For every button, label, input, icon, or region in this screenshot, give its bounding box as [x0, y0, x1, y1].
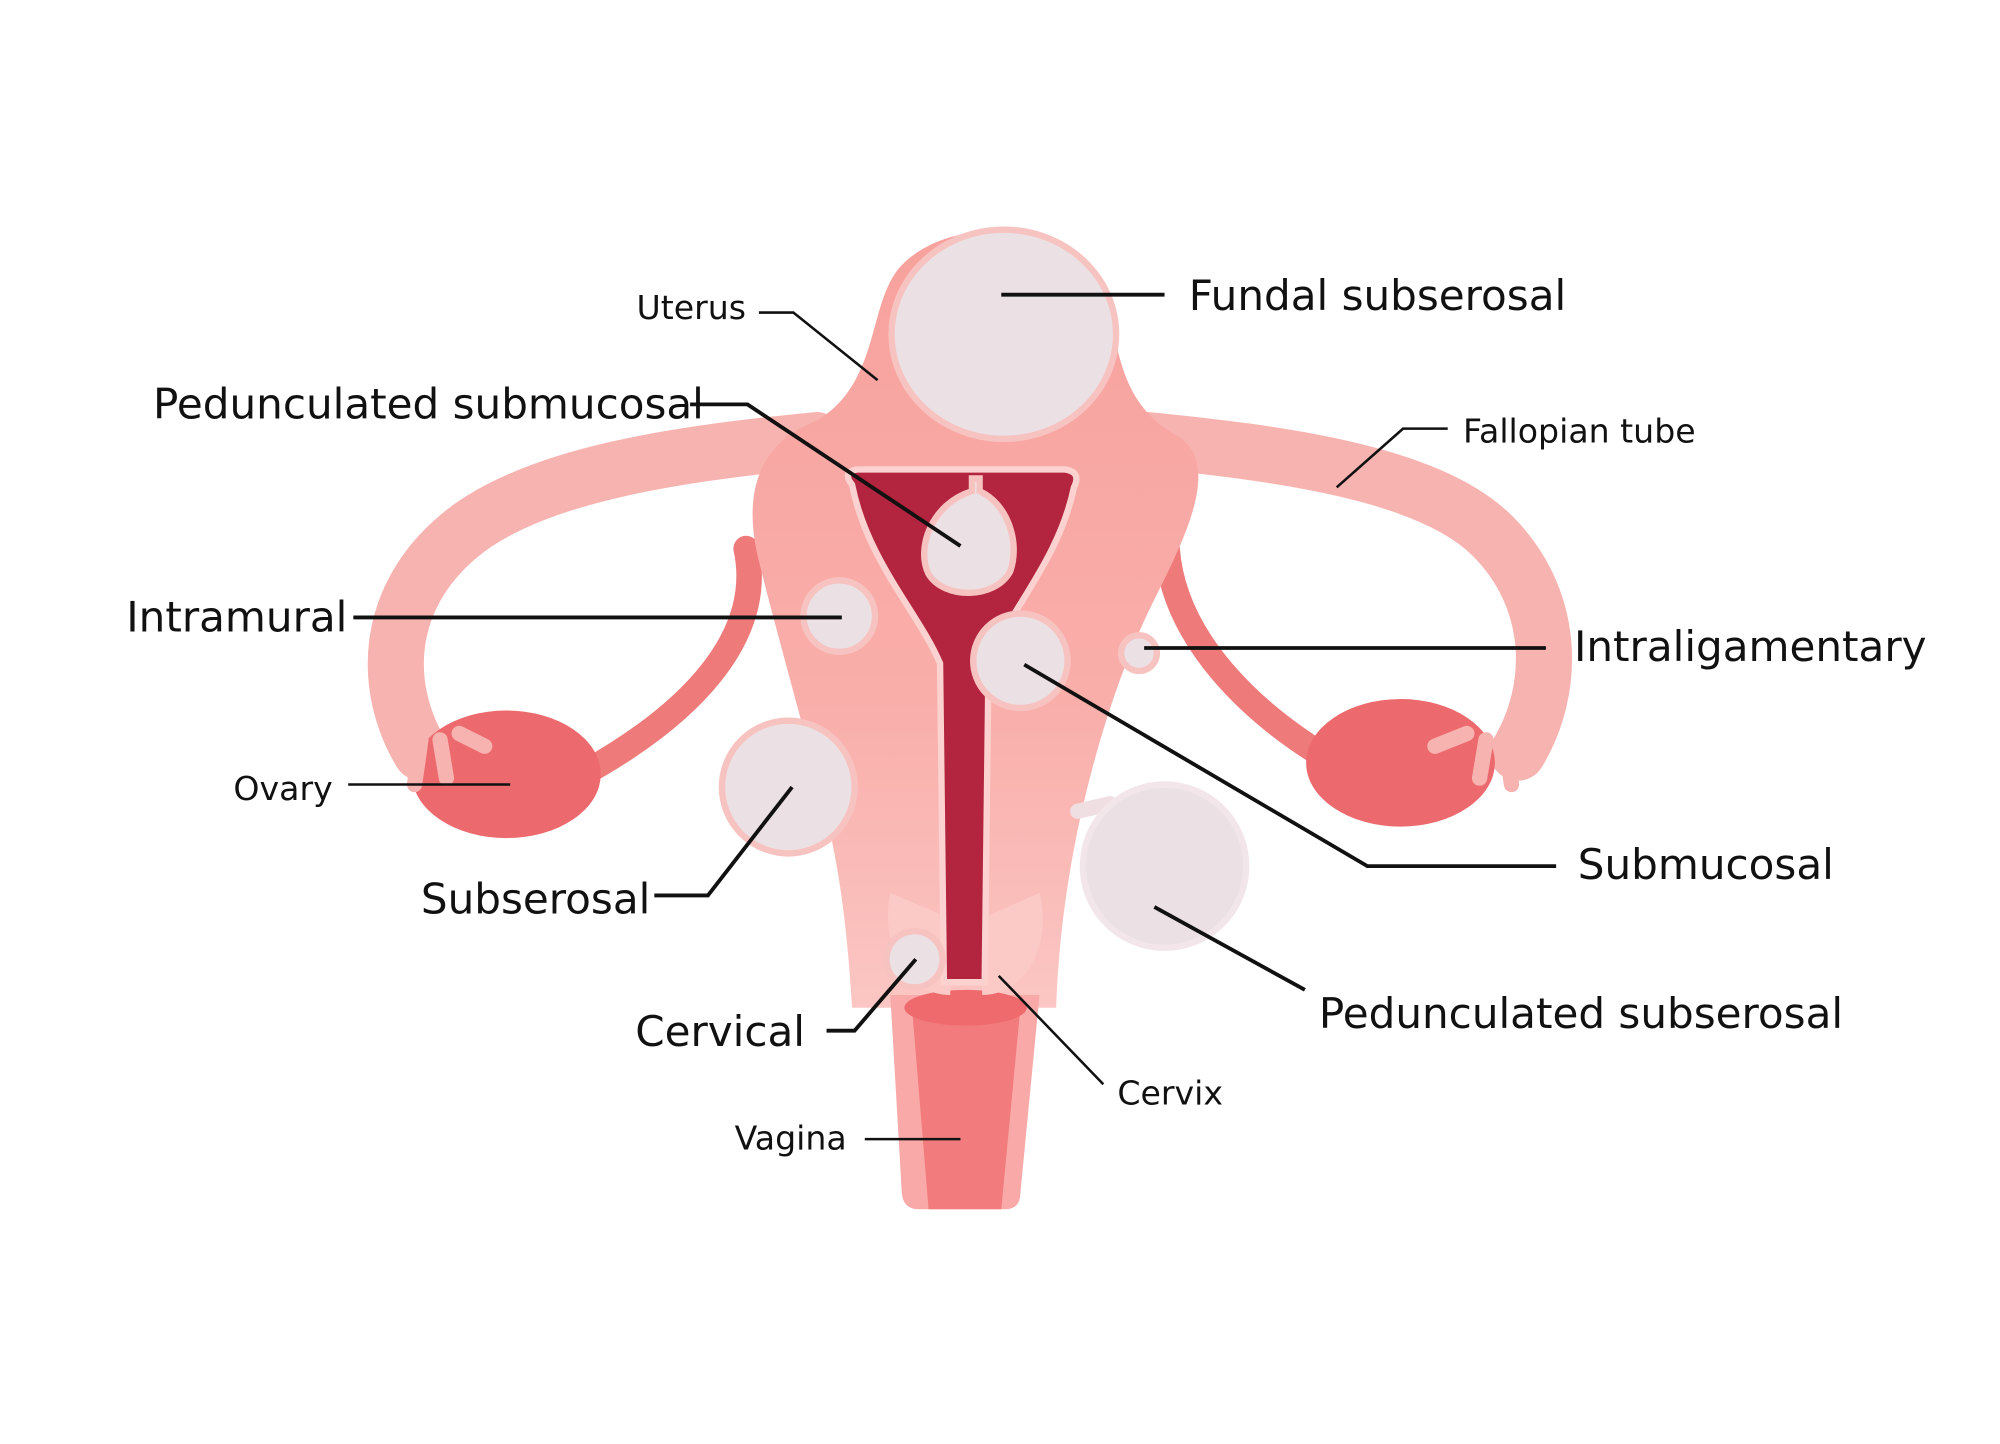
cervical-leader: [826, 957, 918, 1033]
label-uterus: Uterus: [636, 288, 746, 327]
vagina-inner: [911, 1007, 1021, 1210]
label-pedunculated-submucosal: Pedunculated submucosal: [153, 379, 704, 428]
pedunculated-subserosal-leader: [1153, 905, 1306, 992]
cervix-right-lip: [982, 892, 1043, 995]
intraligamentary-fibroid: [1117, 632, 1161, 675]
pedunculated-submucosal-leader: [690, 402, 962, 548]
pedunculated-submucosal-fibroid: [921, 475, 1017, 596]
label-fundal-subserosal: Fundal subserosal: [1189, 271, 1566, 320]
left-ovarian-ligament: [573, 535, 762, 785]
left-fallopian-tube: [367, 412, 845, 781]
cervical-opening: [904, 989, 1027, 1026]
right-ovary: [1306, 699, 1495, 827]
pedunculated-subserosal-fibroid: [1079, 781, 1250, 951]
label-cervix: Cervix: [1117, 1074, 1223, 1113]
label-intraligamentary: Intraligamentary: [1574, 622, 1927, 671]
subserosal-leader: [654, 785, 794, 898]
subserosal-fibroid: [718, 717, 858, 857]
left-fimbriae: [406, 725, 493, 793]
leader-lines: [348, 292, 1557, 1141]
right-fallopian-tube: [1119, 412, 1573, 781]
label-submucosal: Submucosal: [1578, 840, 1834, 889]
label-subserosal: Subserosal: [421, 874, 650, 923]
submucosal-fibroid: [970, 610, 1071, 712]
fundal-subserosal-fibroid: [888, 226, 1120, 443]
left-ovary: [411, 710, 601, 839]
label-vagina: Vagina: [735, 1118, 847, 1157]
uterine-cavity: [844, 466, 1080, 986]
uterus-leader: [758, 311, 879, 382]
label-fallopian-tube: Fallopian tube: [1463, 412, 1696, 451]
fallopian-tube-leader: [1335, 427, 1448, 489]
label-pedunculated-subserosal: Pedunculated subserosal: [1319, 989, 1843, 1038]
label-ovary: Ovary: [233, 769, 332, 808]
fallopian-tubes: [367, 412, 1573, 785]
right-fimbriae: [1427, 725, 1520, 793]
pedunculated-subserosal-stalk: [1070, 795, 1118, 819]
label-intramural: Intramural: [126, 592, 347, 641]
right-ovarian-ligament: [1154, 535, 1353, 779]
label-cervical: Cervical: [635, 1007, 805, 1056]
cervix-leader: [997, 974, 1105, 1086]
submucosal-leader: [1023, 662, 1557, 869]
